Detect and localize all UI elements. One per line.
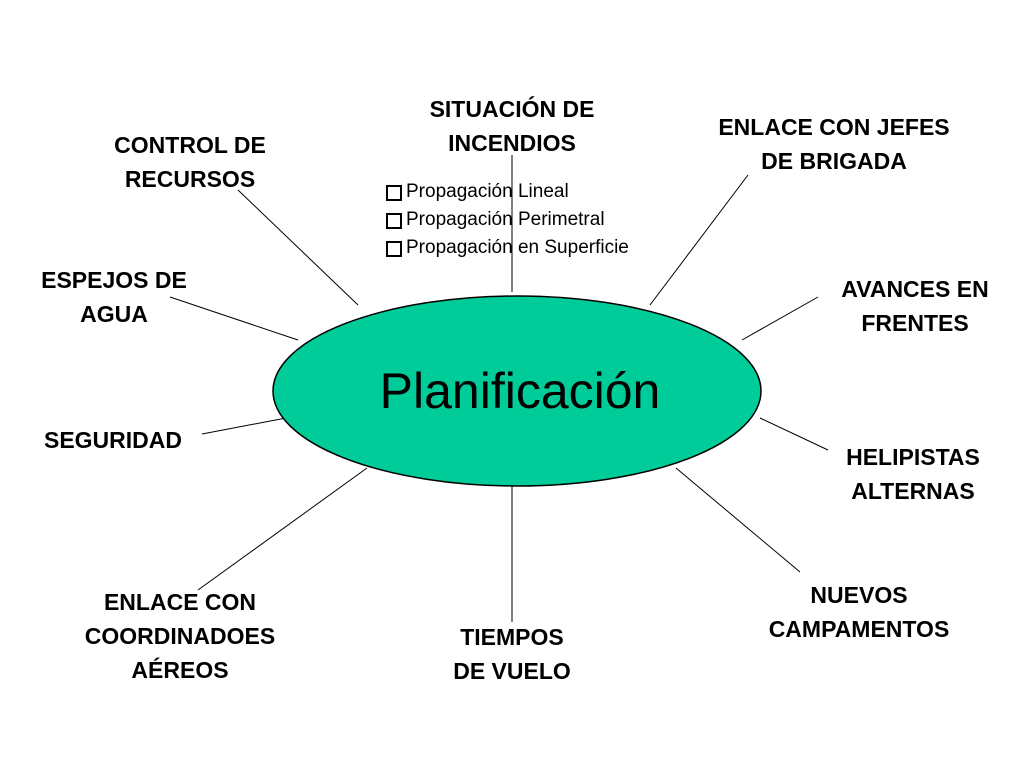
node-line: NUEVOS <box>810 582 908 608</box>
situacion-bullet-list: Propagación Lineal Propagación Perimetra… <box>386 178 629 262</box>
node-tiempos-de-vuelo: TIEMPOS DE VUELO <box>420 620 604 688</box>
bullet-item: Propagación en Superficie <box>386 234 629 262</box>
node-line: AÉREOS <box>131 657 229 683</box>
bullet-text: Propagación en Superficie <box>406 237 629 258</box>
connector-control <box>237 189 359 306</box>
node-line: DE VUELO <box>453 658 571 684</box>
node-line: ALTERNAS <box>851 478 975 504</box>
node-enlace-con-jefes: ENLACE CON JEFES DE BRIGADA <box>694 110 974 178</box>
connector-enlace-coord <box>197 467 368 591</box>
node-line: AVANCES EN <box>841 276 989 302</box>
node-line: ENLACE CON JEFES <box>718 114 950 140</box>
node-seguridad: SEGURIDAD <box>18 423 208 457</box>
node-line: HELIPISTAS <box>846 444 980 470</box>
connector-enlace-jefes <box>649 174 749 306</box>
connector-nuevos <box>675 467 801 573</box>
node-line: AGUA <box>80 301 148 327</box>
checkbox-bullet-icon <box>386 185 402 201</box>
node-line: ENLACE CON <box>103 589 257 615</box>
bullet-text: Propagación Perimetral <box>406 209 605 230</box>
node-nuevos-campamentos: NUEVOS CAMPAMENTOS <box>734 578 984 646</box>
node-enlace-con-coordinadoes: ENLACE CON COORDINADOES AÉREOS <box>50 585 310 687</box>
node-line: RECURSOS <box>124 166 256 192</box>
connector-seguridad <box>201 417 287 435</box>
node-line: DE BRIGADA <box>761 148 907 174</box>
bullet-item: Propagación Lineal <box>386 178 629 206</box>
node-line: SITUACIÓN DE <box>429 96 595 122</box>
connector-avances <box>741 296 819 341</box>
node-line: FRENTES <box>861 310 969 336</box>
node-line: SEGURIDAD <box>43 427 182 453</box>
connector-helipistas <box>759 417 829 451</box>
node-line: CONTROL DE <box>114 132 266 158</box>
checkbox-bullet-icon <box>386 241 402 257</box>
node-line: CAMPAMENTOS <box>768 616 950 642</box>
connector-espejos <box>169 296 299 341</box>
node-line: ESPEJOS DE <box>41 267 187 293</box>
node-situacion-de-incendios: SITUACIÓN DE INCENDIOS <box>402 92 622 160</box>
node-avances-en-frentes: AVANCES EN FRENTES <box>810 272 1020 340</box>
center-ellipse <box>272 295 762 487</box>
node-control-de-recursos: CONTROL DE RECURSOS <box>80 128 300 196</box>
node-line: INCENDIOS <box>448 130 576 156</box>
node-helipistas-alternas: HELIPISTAS ALTERNAS <box>818 440 1008 508</box>
bullet-item: Propagación Perimetral <box>386 206 629 234</box>
node-line: TIEMPOS <box>460 624 564 650</box>
center-title: Planificación <box>379 363 661 419</box>
node-line: COORDINADOES <box>84 623 276 649</box>
node-espejos-de-agua: ESPEJOS DE AGUA <box>14 263 214 331</box>
checkbox-bullet-icon <box>386 213 402 229</box>
bullet-text: Propagación Lineal <box>406 181 569 202</box>
